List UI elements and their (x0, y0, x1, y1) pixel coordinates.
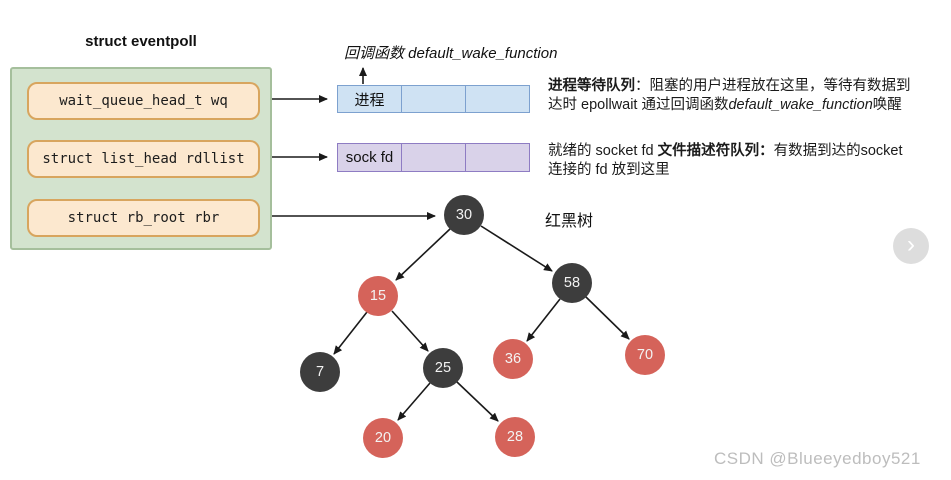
sockfd-queue-cell-2 (401, 144, 465, 171)
eventpoll-title: struct eventpoll (85, 33, 197, 50)
chevron-right-icon: › (907, 230, 915, 258)
sockfd-queue-cell-1-label: sock fd (345, 149, 394, 166)
process-queue-cell-1-label: 进程 (354, 91, 385, 109)
csdn-watermark: CSDN @Blueeyedboy521 (714, 449, 921, 468)
rbtree-label: 红黑树 (545, 213, 594, 230)
eventpoll-struct-box: wait_queue_head_t wq struct list_head rd… (10, 67, 272, 250)
process-queue-cell-1: 进程 (338, 86, 401, 112)
tree-node-36: 36 (493, 339, 533, 379)
annotation-wait-queue: 进程等待队列：阻塞的用户进程放在这里，等待有数据到 达时 epollwait 通… (548, 77, 946, 115)
annotation-wait-queue-line1: 进程等待队列：阻塞的用户进程放在这里，等待有数据到 (548, 78, 911, 94)
field-list-head-rdllist: struct list_head rdllist (27, 140, 260, 178)
tree-node-7: 7 (300, 352, 340, 392)
field-list-head-rdllist-label: struct list_head rdllist (42, 151, 245, 167)
field-rb-root-rbr-label: struct rb_root rbr (67, 210, 220, 226)
tree-node-58: 58 (552, 263, 592, 303)
sockfd-ready-queue: sock fd (337, 143, 530, 172)
annotation-rdllist-line2: 连接的 fd 放到这里 (548, 162, 670, 178)
annotation-wait-queue-line2: 达时 epollwait 通过回调函数default_wake_function… (548, 97, 902, 113)
sockfd-queue-cell-3 (465, 144, 529, 171)
process-queue-cell-2 (401, 86, 465, 112)
tree-node-15: 15 (358, 276, 398, 316)
annotation-rdllist: 就绪的 socket fd 文件描述符队列：有数据到达的socket 连接的 f… (548, 142, 946, 180)
callback-function-label: 回调函数 default_wake_function (344, 45, 558, 62)
annotation-rdllist-line1: 就绪的 socket fd 文件描述符队列：有数据到达的socket (548, 143, 903, 159)
tree-node-28: 28 (495, 417, 535, 457)
sockfd-queue-cell-1: sock fd (338, 144, 401, 171)
tree-node-20: 20 (363, 418, 403, 458)
field-rb-root-rbr: struct rb_root rbr (27, 199, 260, 237)
tree-node-25: 25 (423, 348, 463, 388)
process-queue-cell-3 (465, 86, 529, 112)
field-wait-queue-head-label: wait_queue_head_t wq (59, 93, 228, 109)
field-wait-queue-head: wait_queue_head_t wq (27, 82, 260, 120)
tree-node-30: 30 (444, 195, 484, 235)
process-wait-queue: 进程 (337, 85, 530, 113)
next-button[interactable]: › (893, 228, 929, 264)
tree-node-70: 70 (625, 335, 665, 375)
